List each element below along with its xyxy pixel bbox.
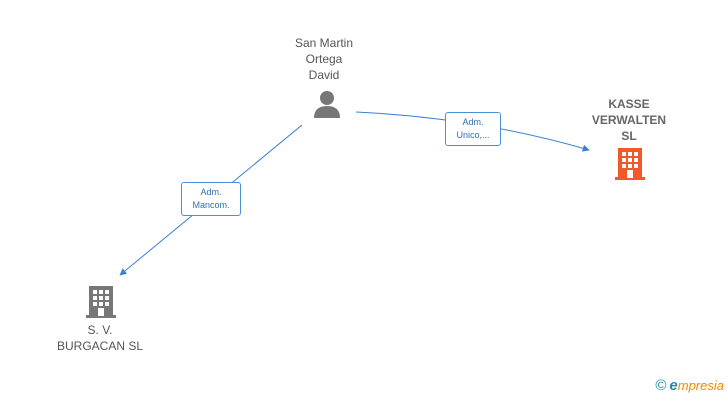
building-icon[interactable] — [614, 146, 646, 180]
edge-label-line2: Unico,... — [456, 130, 490, 140]
brand-first-letter: e — [669, 377, 678, 394]
edge-label-adm-unico[interactable]: Adm. Unico,... — [445, 112, 501, 146]
edge-label-line2: Mancom. — [192, 200, 230, 210]
brand-name: mpresia — [677, 378, 724, 393]
building-icon[interactable] — [85, 284, 117, 318]
person-icon[interactable] — [313, 90, 341, 118]
kasse-name-label[interactable]: KASSE VERWALTEN SL — [591, 97, 667, 143]
burgacan-name-label[interactable]: S. V. BURGACAN SL — [56, 323, 144, 353]
edge-label-adm-mancom[interactable]: Adm. Mancom. — [181, 182, 241, 216]
person-name-label[interactable]: San Martin Ortega David — [294, 36, 354, 82]
edge-label-line1: Adm. — [462, 117, 484, 127]
copyright-icon: © — [655, 377, 667, 394]
empresia-logo: ©empresia — [655, 377, 724, 394]
edge-label-line1: Adm. — [200, 187, 222, 197]
